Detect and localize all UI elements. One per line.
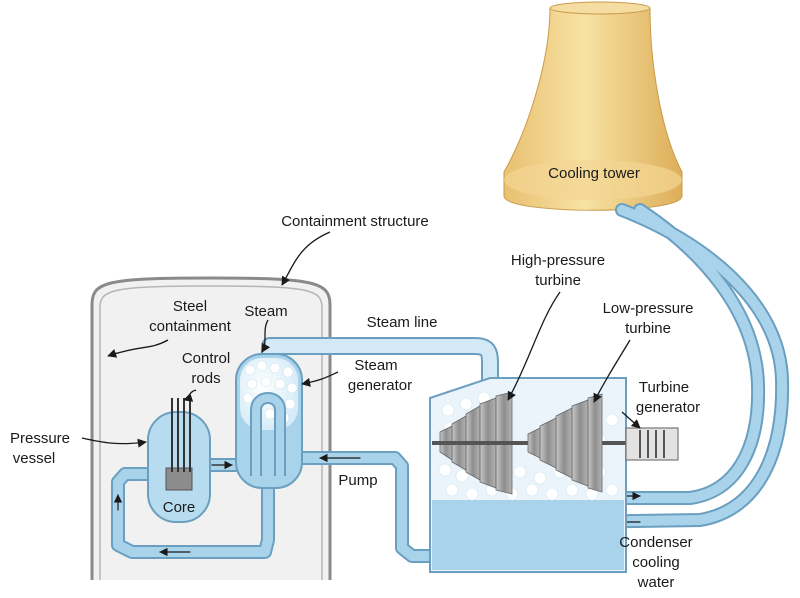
turbine-generator xyxy=(625,427,679,461)
condenser-label-1: Condenser xyxy=(619,534,692,551)
secondary-loop-pipes xyxy=(261,337,499,563)
steam-generator xyxy=(235,353,303,489)
steam-generator-label-2: generator xyxy=(348,377,412,394)
high-pressure-turbine-label-1: High-pressure xyxy=(511,252,605,269)
pressure-vessel: Core xyxy=(147,398,211,523)
steel-containment-label-2: containment xyxy=(149,318,232,335)
steam-line-label: Steam line xyxy=(367,314,438,331)
high-pressure-turbine-label-2: turbine xyxy=(535,272,581,289)
control-rods xyxy=(171,398,191,472)
containment-structure-label: Containment structure xyxy=(281,213,429,230)
labels: Containment structure High-pressure turb… xyxy=(10,213,700,591)
pump-label: Pump xyxy=(338,472,377,489)
condenser-label-3: water xyxy=(637,574,675,591)
cooling-tower-label: Cooling tower xyxy=(548,165,640,182)
low-pressure-turbine-label-1: Low-pressure xyxy=(603,300,694,317)
pressure-vessel-label-2: vessel xyxy=(13,450,56,467)
pressure-vessel-label-1: Pressure xyxy=(10,430,70,447)
low-pressure-turbine xyxy=(527,393,603,493)
core-label: Core xyxy=(163,499,196,516)
turbine-generator-label-2: generator xyxy=(636,399,700,416)
steam-generator-label-1: Steam xyxy=(354,357,397,374)
steam-label: Steam xyxy=(244,303,287,320)
leader-lines xyxy=(81,231,641,448)
low-pressure-turbine-label-2: turbine xyxy=(625,320,671,337)
cooling-tower: Cooling tower xyxy=(503,1,683,211)
condenser-label-2: cooling xyxy=(632,554,680,571)
turbine-generator-label-1: Turbine xyxy=(639,379,689,396)
control-rods-label-1: Control xyxy=(182,350,230,367)
control-rods-label-2: rods xyxy=(191,370,220,387)
steel-containment-label-1: Steel xyxy=(173,298,207,315)
